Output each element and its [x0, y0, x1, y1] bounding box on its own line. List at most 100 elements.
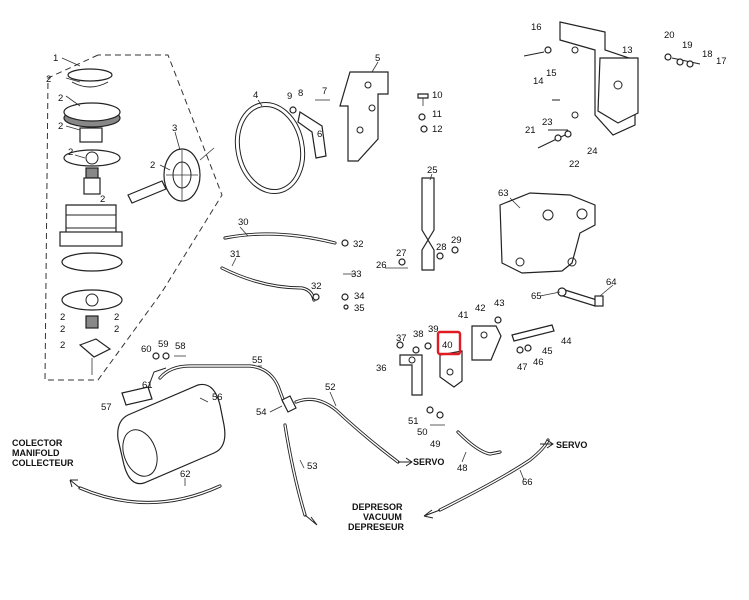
- hose-62: [69, 479, 222, 505]
- label-2: 2: [58, 121, 63, 132]
- label-65: 65: [531, 291, 542, 302]
- label-30: 30: [238, 217, 249, 228]
- label-2: 2: [60, 312, 65, 323]
- label-32: 32: [353, 239, 364, 250]
- label-12: 12: [432, 124, 443, 135]
- label-19: 19: [682, 40, 693, 51]
- label-33: 33: [351, 269, 362, 280]
- label-14: 14: [533, 76, 544, 87]
- label-62: 62: [180, 469, 191, 480]
- label-25: 25: [427, 165, 438, 176]
- label-2: 2: [100, 194, 105, 205]
- label-50: 50: [417, 427, 428, 438]
- label-59: 59: [158, 339, 169, 350]
- label-21: 21: [525, 125, 536, 136]
- label-43: 43: [494, 298, 505, 309]
- label-8: 8: [298, 88, 303, 99]
- leader-lines: [61, 57, 614, 486]
- captions: COLECTOR MANIFOLD COLLECTEUR SERVO SERVO…: [12, 438, 587, 532]
- mount-bracket-13: [523, 21, 701, 149]
- label-32: 32: [311, 281, 322, 292]
- label-38: 38: [413, 329, 424, 340]
- label-23: 23: [542, 117, 553, 128]
- label-3: 3: [172, 123, 177, 134]
- mount-bracket-5: [339, 71, 389, 162]
- label-55: 55: [252, 355, 263, 366]
- label-37: 37: [396, 333, 407, 344]
- label-35: 35: [354, 303, 365, 314]
- label-63: 63: [498, 188, 509, 199]
- label-56: 56: [212, 392, 223, 403]
- label-18: 18: [702, 49, 713, 60]
- label-24: 24: [587, 146, 598, 157]
- tensioner-bracket: [289, 99, 330, 159]
- label-4: 4: [253, 90, 258, 101]
- label-2: 2: [60, 324, 65, 335]
- pump-assembly-group: [44, 54, 223, 381]
- label-54: 54: [256, 407, 267, 418]
- label-60: 60: [141, 344, 152, 355]
- label-2: 2: [46, 74, 51, 85]
- label-48: 48: [457, 463, 468, 474]
- label-10: 10: [432, 90, 443, 101]
- label-44: 44: [561, 336, 572, 347]
- label-64: 64: [606, 277, 617, 288]
- hose-66: [423, 438, 554, 519]
- hose-53: [283, 423, 318, 526]
- hose-55: [158, 364, 297, 413]
- label-45: 45: [542, 346, 553, 357]
- caption-depreseur: DEPRESEUR: [348, 522, 405, 532]
- link-rod-25: [385, 177, 459, 271]
- label-22: 22: [569, 159, 580, 170]
- label-2: 2: [114, 324, 119, 335]
- vacuum-reservoir: [117, 352, 226, 485]
- label-40: 40: [442, 340, 453, 351]
- caption-depresor: DEPRESOR: [352, 502, 403, 512]
- hoses-30-31: [220, 232, 356, 310]
- label-47: 47: [517, 362, 528, 373]
- label-16: 16: [531, 22, 542, 33]
- label-46: 46: [533, 357, 544, 368]
- caption-colector: COLECTOR: [12, 438, 63, 448]
- label-57: 57: [101, 402, 112, 413]
- label-20: 20: [664, 30, 675, 41]
- label-13: 13: [622, 45, 633, 56]
- label-26: 26: [376, 260, 387, 271]
- label-5: 5: [375, 53, 380, 64]
- part-number-labels: 1 2 2 2 2 2 2 2 2 2 2 2 3 4 5 6 7 8 9 10…: [46, 22, 727, 488]
- label-29: 29: [451, 235, 462, 246]
- label-2: 2: [60, 340, 65, 351]
- label-52: 52: [325, 382, 336, 393]
- label-2: 2: [114, 312, 119, 323]
- label-39: 39: [428, 324, 439, 335]
- label-15: 15: [546, 68, 557, 79]
- label-51: 51: [408, 416, 419, 427]
- label-17: 17: [716, 56, 727, 67]
- caption-collecteur: COLLECTEUR: [12, 458, 74, 468]
- caption-servo-right: SERVO: [556, 440, 587, 450]
- caption-servo-center: SERVO: [413, 457, 444, 467]
- label-49: 49: [430, 439, 441, 450]
- label-53: 53: [307, 461, 318, 472]
- label-34: 34: [354, 291, 365, 302]
- label-2: 2: [68, 147, 73, 158]
- label-27: 27: [396, 248, 407, 259]
- label-36: 36: [376, 363, 387, 374]
- label-1: 1: [53, 53, 58, 64]
- bolt-set-10-12: [417, 93, 429, 133]
- label-11: 11: [432, 109, 442, 120]
- highlight-box: [436, 330, 462, 356]
- hose-52: [294, 397, 413, 467]
- label-61: 61: [142, 380, 153, 391]
- label-9: 9: [287, 91, 292, 102]
- caption-vacuum: VACUUM: [363, 512, 402, 522]
- label-2: 2: [150, 160, 155, 171]
- vacuum-pipe-48: [456, 430, 502, 456]
- caption-manifold: MANIFOLD: [12, 448, 60, 458]
- mount-bracket-36-41: [396, 316, 555, 426]
- label-2: 2: [58, 93, 63, 104]
- label-42: 42: [475, 303, 486, 314]
- label-6: 6: [317, 129, 322, 140]
- label-41: 41: [458, 310, 469, 321]
